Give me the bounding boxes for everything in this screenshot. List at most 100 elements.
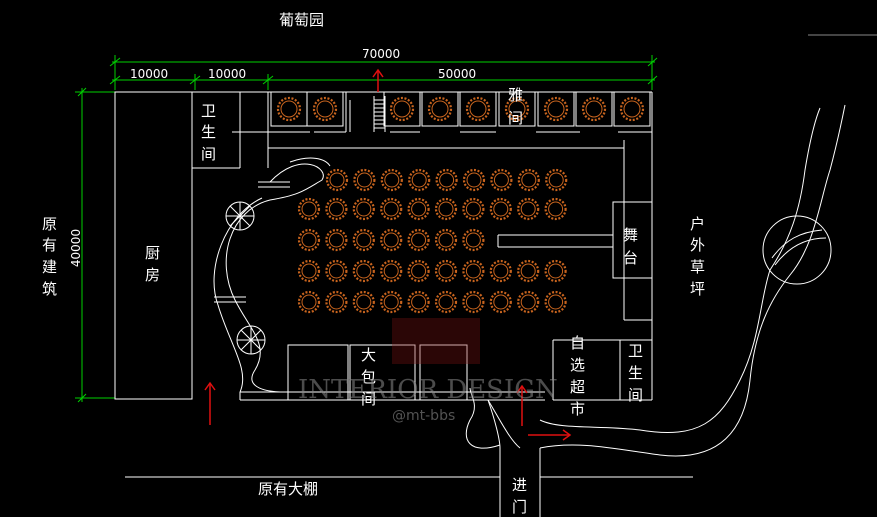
round-table xyxy=(297,259,321,283)
round-table xyxy=(462,259,485,283)
banquet-hall-tables xyxy=(297,168,568,314)
round-table xyxy=(462,168,486,192)
svg-text:生: 生 xyxy=(628,364,643,382)
round-table xyxy=(465,96,491,122)
svg-text:@mt-bbs: @mt-bbs xyxy=(392,408,455,424)
svg-text:建: 建 xyxy=(42,258,57,276)
round-table xyxy=(489,290,512,314)
self-service-market-label: 自 选 超 市 xyxy=(570,334,585,418)
watermark-logo: INTERIOR DESIGN @mt-bbs xyxy=(298,318,558,424)
svg-text:选: 选 xyxy=(570,356,585,374)
dim-seg1: 10000 xyxy=(130,67,168,81)
svg-text:市: 市 xyxy=(570,400,585,418)
round-table xyxy=(325,290,348,314)
svg-text:房: 房 xyxy=(145,266,160,284)
round-table xyxy=(353,168,376,192)
round-table xyxy=(490,168,513,192)
round-table xyxy=(544,197,567,221)
svg-text:筑: 筑 xyxy=(42,280,57,298)
outdoor-lawn-label: 户 外 草 坪 xyxy=(690,215,705,298)
vineyard-label: 葡萄园 xyxy=(279,11,324,29)
svg-text:有: 有 xyxy=(42,236,57,254)
round-table xyxy=(325,228,348,252)
svg-text:坪: 坪 xyxy=(690,280,705,298)
private-room-box xyxy=(421,91,459,127)
svg-text:卫: 卫 xyxy=(201,102,216,120)
garden-paths xyxy=(125,104,846,517)
round-table xyxy=(435,168,458,192)
svg-text:自: 自 xyxy=(570,334,585,352)
round-table xyxy=(380,259,403,283)
svg-text:超: 超 xyxy=(570,378,585,396)
stage-label: 舞 台 xyxy=(623,226,638,267)
existing-building-label: 原 有 建 筑 xyxy=(42,215,57,298)
large-private-room-label: 大 包 间 xyxy=(361,346,376,408)
arrow-icon xyxy=(372,68,384,92)
private-room-box xyxy=(306,91,344,127)
svg-text:台: 台 xyxy=(623,249,638,267)
round-table xyxy=(517,168,540,192)
svg-text:原: 原 xyxy=(42,215,57,233)
private-room-box xyxy=(537,91,575,127)
round-table xyxy=(544,290,567,314)
round-table xyxy=(389,96,415,122)
svg-text:间: 间 xyxy=(508,109,523,127)
svg-text:门: 门 xyxy=(512,498,527,516)
round-table xyxy=(276,96,302,122)
round-table xyxy=(380,168,403,192)
svg-text:大: 大 xyxy=(361,346,376,364)
round-table xyxy=(407,197,430,221)
private-room-label: 雅 间 xyxy=(508,86,523,127)
private-room-box xyxy=(613,91,651,127)
svg-text:厨: 厨 xyxy=(145,244,160,262)
round-table xyxy=(352,228,375,252)
round-table xyxy=(544,259,567,283)
private-room-tables xyxy=(270,91,651,127)
round-table xyxy=(325,168,349,192)
svg-text:间: 间 xyxy=(201,145,216,163)
svg-text:包: 包 xyxy=(361,368,376,386)
round-table xyxy=(297,228,321,252)
umbrella-icon xyxy=(225,201,255,231)
round-table xyxy=(581,96,607,122)
round-table xyxy=(407,290,430,314)
svg-text:卫: 卫 xyxy=(628,342,643,360)
round-table xyxy=(312,96,338,122)
round-table xyxy=(407,259,430,283)
walls xyxy=(114,91,653,401)
round-table xyxy=(489,259,512,283)
round-table xyxy=(462,197,485,221)
round-table xyxy=(297,197,321,221)
round-table xyxy=(434,290,458,314)
svg-text:生: 生 xyxy=(201,123,216,141)
dimension-lines xyxy=(75,55,658,403)
umbrella-icon xyxy=(236,325,266,355)
restroom-left-label: 卫 生 间 xyxy=(201,102,216,163)
round-table xyxy=(517,197,540,221)
private-room-box xyxy=(498,91,536,127)
round-table xyxy=(380,228,403,252)
round-table xyxy=(380,290,403,314)
round-table xyxy=(325,197,348,221)
round-table xyxy=(325,259,348,283)
round-table xyxy=(462,290,485,314)
round-table xyxy=(462,228,485,252)
arrow-icon xyxy=(528,429,572,441)
existing-shed-label: 原有大棚 xyxy=(258,480,318,498)
svg-text:舞: 舞 xyxy=(623,226,638,244)
round-table xyxy=(427,96,453,122)
kitchen-label: 厨 房 xyxy=(145,244,160,284)
svg-text:间: 间 xyxy=(628,386,643,404)
round-table xyxy=(352,290,375,314)
round-table xyxy=(407,228,430,252)
private-room-box xyxy=(459,91,497,127)
dim-seg2: 10000 xyxy=(208,67,246,81)
arrow-icon xyxy=(204,381,216,425)
round-table xyxy=(545,168,568,192)
svg-text:INTERIOR DESIGN: INTERIOR DESIGN xyxy=(298,375,558,405)
round-table xyxy=(434,197,458,221)
svg-text:进: 进 xyxy=(512,476,527,494)
round-table xyxy=(543,96,569,122)
round-table xyxy=(297,290,321,314)
round-table xyxy=(434,259,458,283)
